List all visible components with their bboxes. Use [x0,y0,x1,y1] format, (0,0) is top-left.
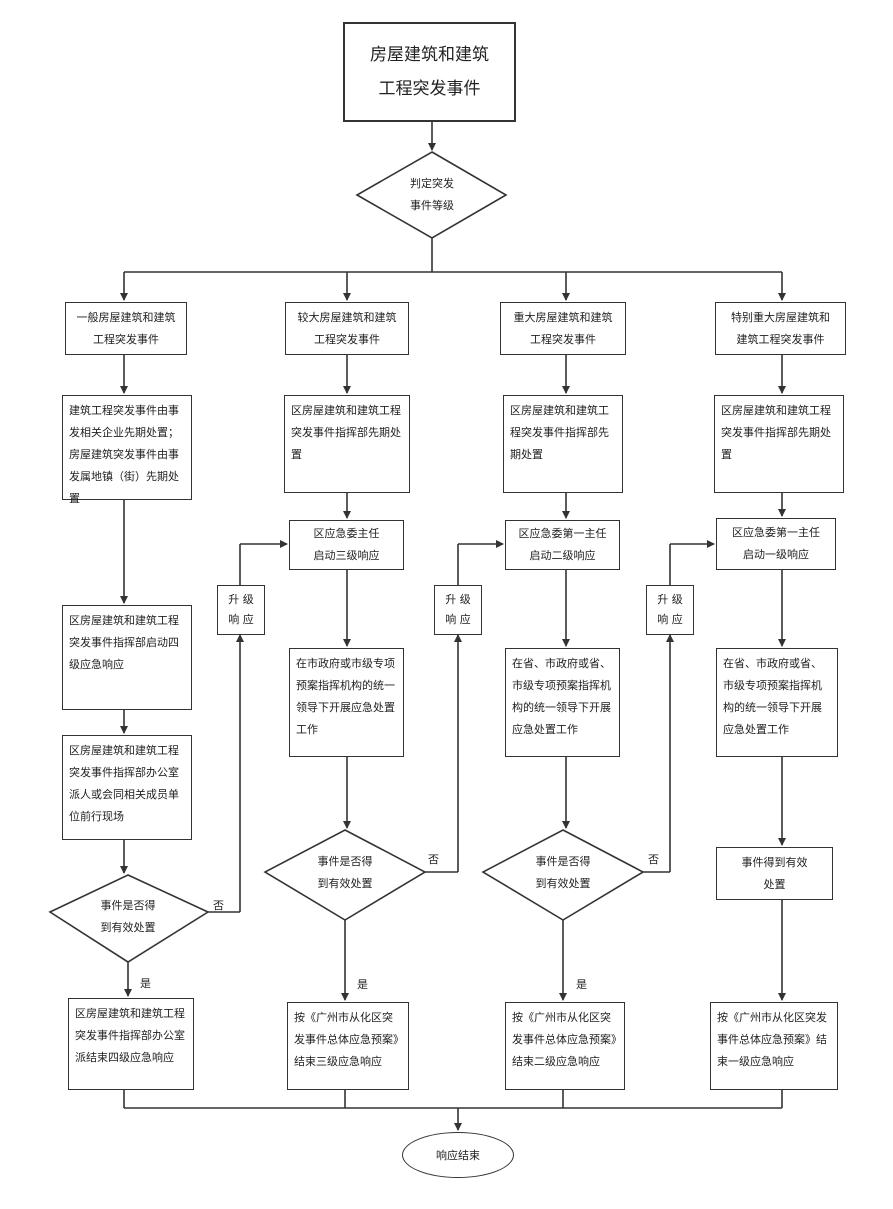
handling-box-4: 在省、市政府或省、市级专项预案指挥机构的统一领导下开展应急处置工作 [716,648,838,757]
activation-box-3: 区应急委第一主任 启动二级响应 [505,520,620,570]
upgrade-box-3: 升 级 响 应 [646,585,694,635]
final-box-4: 按《广州市从化区突发事件总体应急预案》结束一级应急响应 [710,1002,838,1090]
command-box-1: 区房屋建筑和建筑工程突发事件指挥部启动四级应急响应 [62,605,192,710]
first-response-box-1: 建筑工程突发事件由事发相关企业先期处置；房屋建筑突发事件由事发属地镇（街）先期处… [62,395,192,505]
final-box-1: 区房屋建筑和建筑工程突发事件指挥部办公室派结束四级应急响应 [68,998,194,1090]
handling-box-2: 在市政府或市级专项预案指挥机构的统一领导下开展应急处置工作 [289,648,404,757]
start-box: 房屋建筑和建筑 工程突发事件 [343,22,516,122]
no-label-1: 否 [213,899,224,912]
first-response-box-2: 区房屋建筑和建筑工程突发事件指挥部先期处置 [284,395,410,493]
decision-label-2: 事件是否得 到有效处置 [317,855,373,890]
level-box-4: 特别重大房屋建筑和 建筑工程突发事件 [715,302,846,355]
level-box-2: 较大房屋建筑和建筑 工程突发事件 [285,302,409,355]
field-response-box-1: 区房屋建筑和建筑工程突发事件指挥部办公室派人或会同相关成员单位前行现场 [62,735,192,840]
yes-label-1: 是 [140,977,151,990]
handling-box-3: 在省、市政府或省、市级专项预案指挥机构的统一领导下开展应急处置工作 [505,648,620,757]
final-box-2: 按《广州市从化区突发事件总体应急预案》结束三级应急响应 [287,1002,409,1090]
first-response-box-4: 区房屋建筑和建筑工程突发事件指挥部先期处置 [714,395,844,493]
level-box-1: 一般房屋建筑和建筑 工程突发事件 [65,302,187,355]
final-box-3: 按《广州市从化区突发事件总体应急预案》结束二级应急响应 [505,1002,625,1090]
level-box-3: 重大房屋建筑和建筑 工程突发事件 [500,302,626,355]
activation-box-2: 区应急委主任 启动三级响应 [289,520,404,570]
upgrade-box-2: 升 级 响 应 [434,585,482,635]
no-label-2: 否 [428,853,439,866]
decision-label-3: 事件是否得 到有效处置 [535,855,591,890]
first-response-box-3: 区房屋建筑和建筑工程突发事件指挥部先期处置 [503,395,623,493]
no-label-3: 否 [648,853,659,866]
end-ellipse: 响应结束 [402,1132,514,1178]
decision-label-1: 事件是否得 到有效处置 [100,899,156,934]
judge-label: 判定突发 事件等级 [410,177,454,212]
yes-label-2: 是 [357,978,368,991]
upgrade-box-1: 升 级 响 应 [217,585,265,635]
activation-box-4: 区应急委第一主任 启动一级响应 [716,518,836,570]
yes-label-3: 是 [576,978,587,991]
effective-handling-box-4: 事件得到有效 处置 [716,847,833,900]
